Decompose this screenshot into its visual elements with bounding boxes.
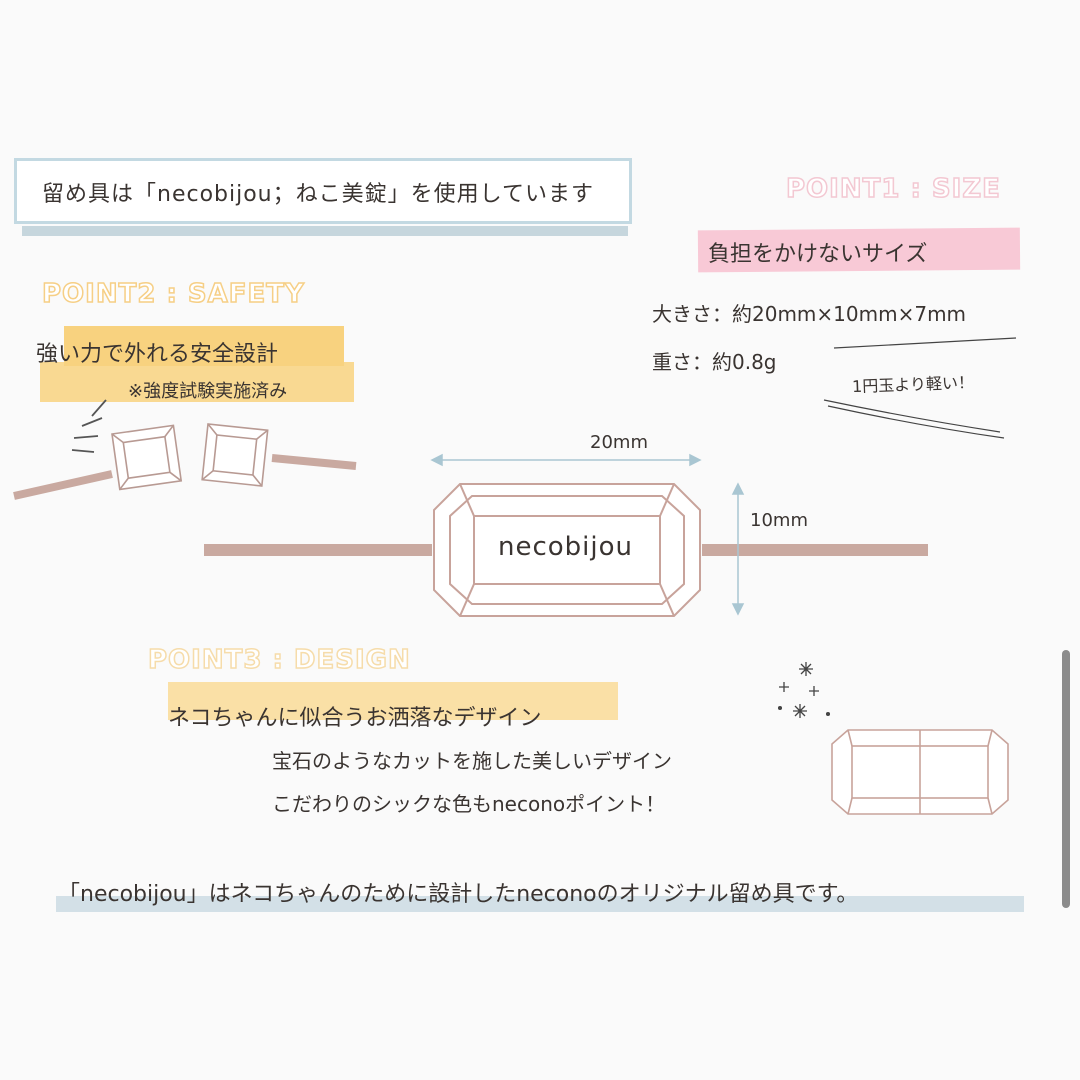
sparkle-icon: [777, 662, 831, 718]
point2-headline: 強い力で外れる安全設計: [36, 342, 279, 367]
point1-title: POINT1 : SIZE: [785, 173, 1001, 205]
intro-box-shadow: [22, 226, 628, 236]
point3-line1: 宝石のようなカットを施した美しいデザイン: [272, 749, 672, 773]
point2-highlight-2: [40, 362, 354, 402]
point1-headline: 負担をかけないサイズ: [708, 242, 928, 267]
footer-text: 「necobijou」はネコちゃんのために設計したneconoのオリジナル留め具…: [58, 882, 859, 907]
impact-lines-icon: [71, 399, 107, 453]
scrollbar[interactable]: [1062, 650, 1070, 908]
point3-line2: こだわりのシックな色もneconoポイント！: [272, 792, 666, 816]
point3-headline: ネコちゃんに似合うお洒落なデザイン: [168, 706, 542, 731]
sparkle-clasp-illustration: [777, 662, 1009, 815]
clasp-label: necobijou: [498, 532, 634, 562]
point3-highlight: [168, 682, 618, 720]
clasp-diagram: [204, 453, 928, 617]
point1-scribble-lines: [823, 337, 1017, 439]
point2-title: POINT2 : SAFETY: [41, 278, 305, 310]
width-label: 20mm: [590, 432, 648, 453]
height-label: 10mm: [750, 510, 808, 531]
separated-clasp-illustration: [13, 399, 357, 500]
intro-box: [14, 158, 632, 224]
intro-text: 留め具は「necobijou；ねこ美錠」を使用しています: [42, 182, 594, 207]
point3-title: POINT3 : DESIGN: [147, 644, 411, 676]
point1-weight: 重さ：約0.8g: [652, 350, 777, 374]
point1-size: 大きさ：約20mm×10mm×7mm: [652, 302, 967, 326]
point2-note: ※強度試験実施済み: [128, 381, 288, 402]
footer-highlight: [56, 896, 1024, 912]
point2-highlight-1: [64, 326, 344, 366]
